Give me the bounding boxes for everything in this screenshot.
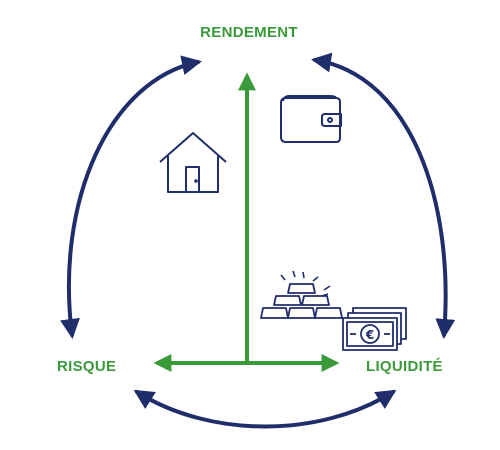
gold-bars-icon [260,270,343,319]
euro-symbol: € [365,328,374,342]
wallet-icon [280,95,342,143]
arrow-risque-liquidite [133,389,397,429]
house-icon [159,132,227,193]
arrow-rendement-risque [60,55,202,339]
label-risque: RISQUE [57,358,116,375]
euro-banknotes-icon: € [342,307,407,351]
arrow-rendement-liquidite [311,52,456,339]
label-rendement: RENDEMENT [200,24,298,41]
label-liquidite: LIQUIDITÉ [366,358,443,375]
